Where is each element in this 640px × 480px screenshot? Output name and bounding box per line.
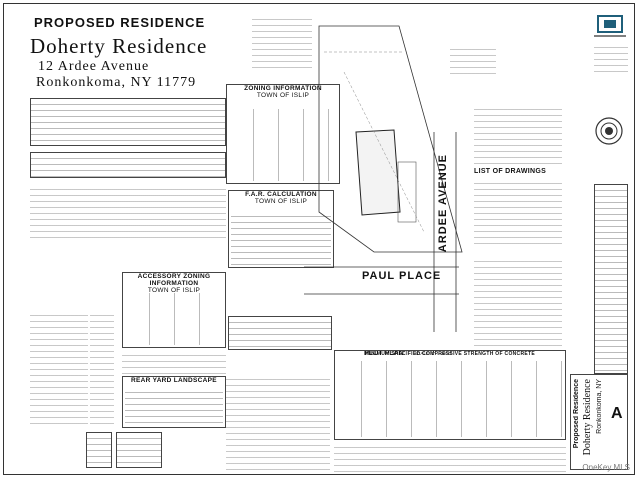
- drawings-list: LIST OF DRAWINGS: [474, 168, 562, 248]
- accessory-subtitle: TOWN OF ISLIP: [147, 287, 201, 294]
- notes-right-lower: [474, 256, 562, 346]
- lot-boundary: [318, 25, 463, 253]
- far-table: F.A.R. CALCULATION TOWN OF ISLIP: [228, 190, 334, 268]
- notes-right-upper: [474, 104, 562, 164]
- plot-plan-title: PLOT PLAN: [364, 350, 404, 357]
- concrete-grid: [337, 361, 563, 437]
- professional-seal: [595, 117, 623, 145]
- project-name: Doherty Residence: [30, 34, 208, 58]
- lot-area-table: [228, 316, 332, 350]
- firm-logo: [592, 14, 628, 40]
- general-notes-left: [30, 184, 226, 238]
- zoning-title: ZONING INFORMATION: [244, 85, 322, 92]
- mid-notes: [226, 374, 330, 470]
- zoning-subtitle: TOWN OF ISLIP: [256, 92, 310, 99]
- climatic-table: [30, 98, 226, 146]
- paul-place-label: PAUL PLACE: [362, 270, 442, 282]
- general-notes-list-2: [90, 310, 114, 428]
- drawing-sheet: PROPOSED RESIDENCE Doherty Residence 12 …: [3, 3, 635, 475]
- drawings-list-lines: [474, 178, 562, 248]
- rear-yard-grid: [125, 387, 223, 425]
- firm-logo-icon: [594, 15, 626, 37]
- owner-info: [450, 44, 496, 74]
- concrete-title: MINIMUM SPECIFIED COMPRESSIVE STRENGTH O…: [364, 351, 535, 357]
- header-heading: PROPOSED RESIDENCE: [34, 14, 205, 32]
- title-block-city: Ronkonkoma, NY: [596, 379, 603, 434]
- plot-plan-caption: PLOT PLAN SCALE: 1" = 20'-0": [364, 342, 452, 360]
- site-plan: [304, 25, 463, 332]
- hers-rating-box: [116, 432, 162, 468]
- title-block-heading: Proposed Residence: [573, 379, 580, 449]
- watermark: OneKey MLS: [582, 463, 630, 472]
- far-grid: [231, 211, 331, 265]
- title-block: Proposed Residence Doherty Residence Ron…: [570, 374, 628, 470]
- header-name-box: Doherty Residence 12 Ardee Avenue Ronkon…: [30, 34, 226, 90]
- driveway: [397, 161, 417, 223]
- manual-load-box: [86, 432, 112, 468]
- wind-table: [30, 152, 226, 178]
- drawings-title: LIST OF DRAWINGS: [474, 168, 547, 175]
- ardee-avenue-label: ARDEE AVENUE: [437, 154, 449, 253]
- accessory-notes: [122, 350, 226, 376]
- accessory-grid: [125, 293, 223, 345]
- contractor-note: [252, 14, 312, 70]
- rear-yard-table: REAR YARD LANDSCAPE: [122, 376, 226, 428]
- far-subtitle: TOWN OF ISLIP: [254, 198, 308, 205]
- rear-yard-title: REAR YARD LANDSCAPE: [131, 377, 217, 384]
- project-street: 12 Ardee Avenue: [38, 59, 150, 74]
- accessory-title: ACCESSORY ZONING INFORMATION: [137, 273, 211, 287]
- plot-plan-scale: SCALE: 1" = 20'-0": [414, 351, 453, 356]
- concrete-table: MINIMUM SPECIFIED COMPRESSIVE STRENGTH O…: [334, 350, 566, 440]
- firm-address: [594, 42, 628, 72]
- general-notes-list: [30, 310, 88, 428]
- sheet-number: A: [611, 405, 623, 422]
- title-block-name: Doherty Residence: [582, 379, 593, 456]
- building-footprint: [355, 129, 401, 216]
- revision-block: [594, 184, 628, 374]
- far-title: F.A.R. CALCULATION: [245, 191, 317, 198]
- project-city: Ronkonkoma, NY 11779: [36, 75, 197, 90]
- concrete-notes: [334, 442, 566, 472]
- header-proposed-residence: PROPOSED RESIDENCE: [34, 15, 206, 30]
- accessory-table: ACCESSORY ZONING INFORMATION TOWN OF ISL…: [122, 272, 226, 348]
